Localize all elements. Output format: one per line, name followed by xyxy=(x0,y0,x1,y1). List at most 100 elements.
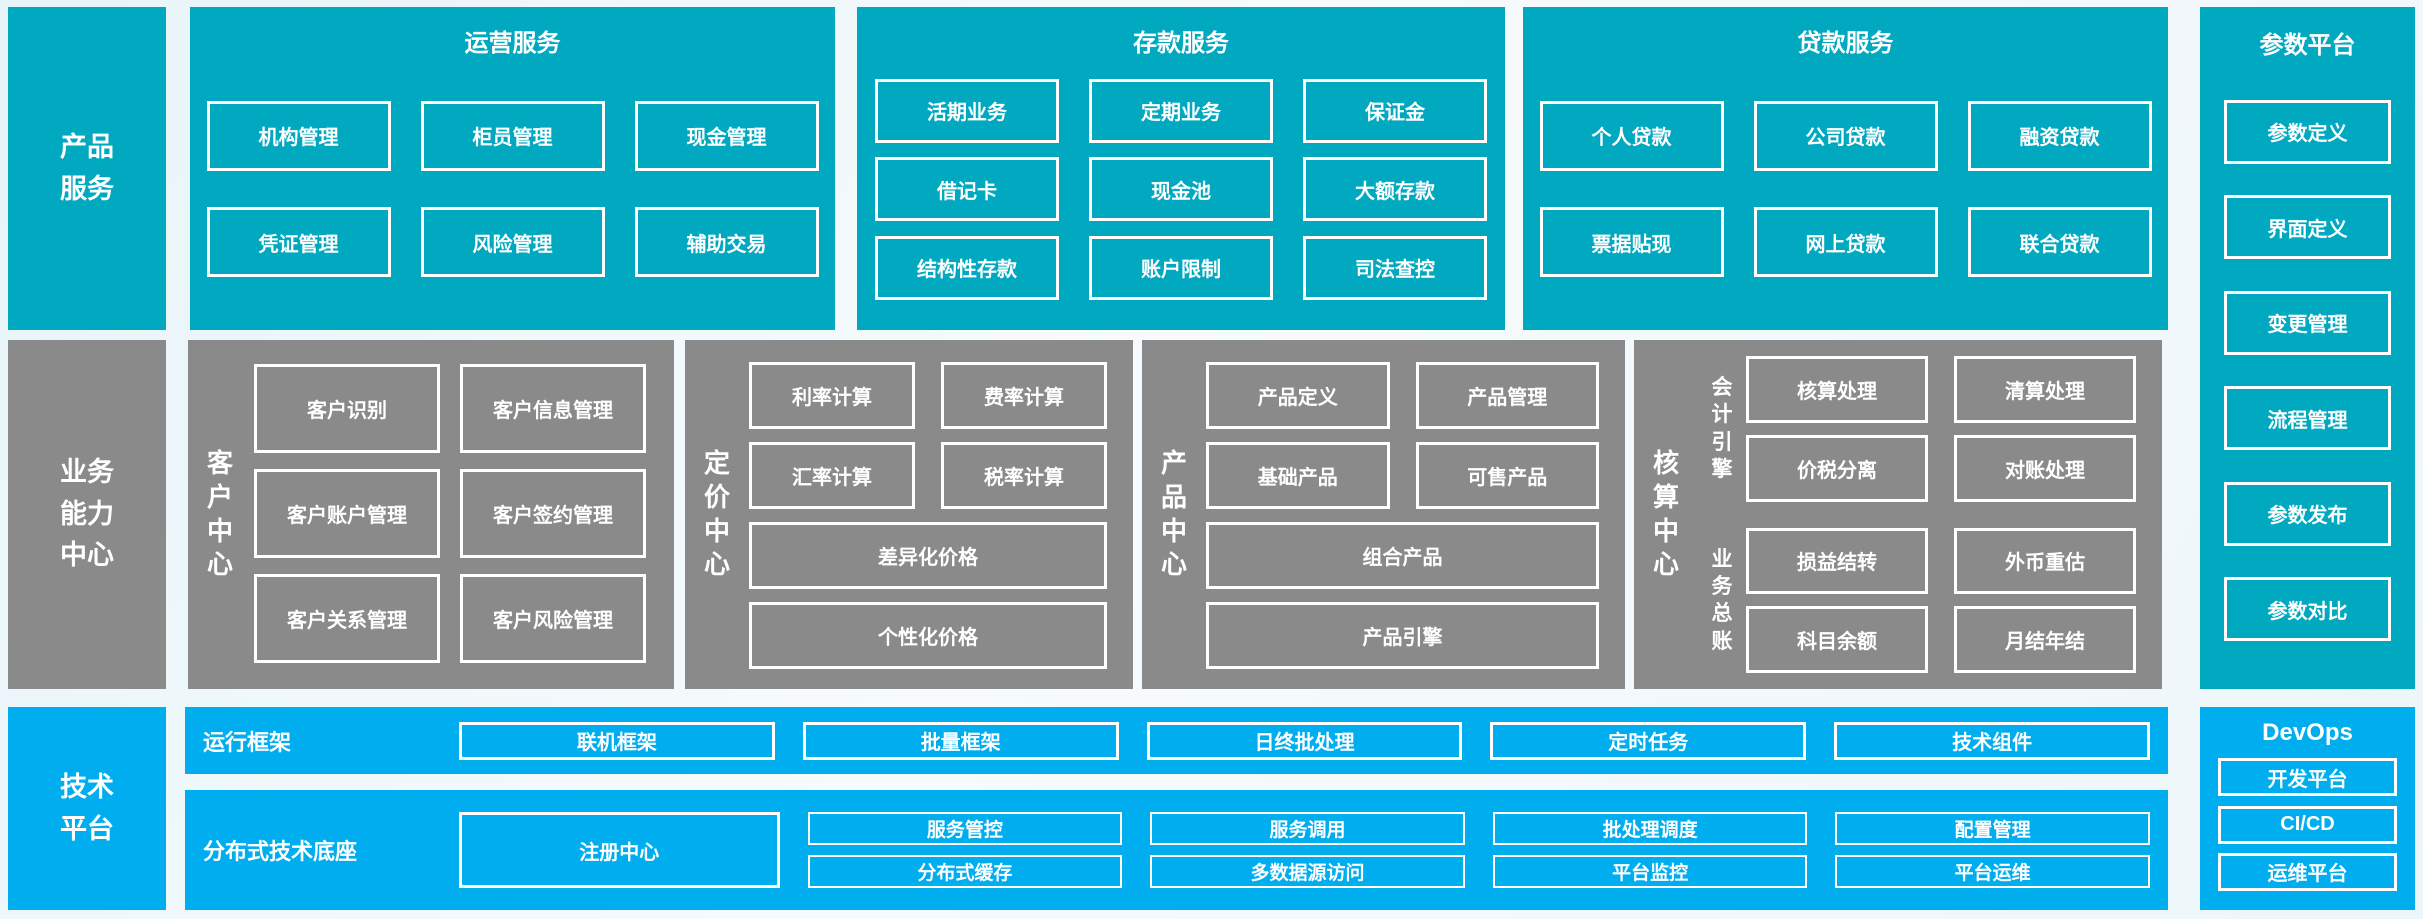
box-column: 参数定义 界面定义 变更管理 流程管理 参数发布 参数对比 xyxy=(2200,60,2415,689)
module-box: 现金池 xyxy=(1089,157,1273,221)
vertical-label: 业 务 总 账 xyxy=(1711,547,1733,653)
module-box: 客户账户管理 xyxy=(254,469,440,558)
module-box: 流程管理 xyxy=(2224,386,2391,451)
sidebar-business-capability-center: 业务 能力 中心 xyxy=(8,340,166,689)
box-row: 票据贴现 网上贷款 联合贷款 xyxy=(1523,207,2168,278)
box-row: 借记卡 现金池 大额存款 xyxy=(857,157,1505,221)
module-box: 公司贷款 xyxy=(1753,100,1938,171)
box-column: 批处理调度 平台监控 xyxy=(1492,812,1808,888)
module-box: 月结年结 xyxy=(1954,606,2136,673)
module-box: 客户识别 xyxy=(254,364,440,453)
vertical-label: 定 价 中 心 xyxy=(703,447,730,580)
module-box: 凭证管理 xyxy=(206,207,391,278)
box-row: 个人贷款 公司贷款 融资贷款 xyxy=(1523,100,2168,171)
module-box: 基础产品 xyxy=(1206,442,1390,509)
module-box: 客户信息管理 xyxy=(460,364,646,453)
module-box: 批处理调度 xyxy=(1492,812,1808,845)
module-box: 联机框架 xyxy=(459,721,775,760)
module-box: 活期业务 xyxy=(875,78,1059,143)
module-box: 客户关系管理 xyxy=(254,574,440,663)
box-row: 凭证管理 风险管理 辅助交易 xyxy=(190,207,835,278)
module-box: 费率计算 xyxy=(941,362,1107,429)
module-box: CI/CD xyxy=(2218,805,2397,844)
box-rows: 机构管理 柜员管理 现金管理 凭证管理 风险管理 辅助交易 xyxy=(190,58,835,330)
box-row: 注册中心 服务管控 分布式缓存 服务调用 多数据源访问 批处理调度 平台监控 配… xyxy=(459,812,2150,888)
module-box: 清算处理 xyxy=(1954,356,2136,423)
module-box: 技术组件 xyxy=(1834,721,2150,760)
module-box: 批量框架 xyxy=(802,721,1119,760)
module-box: 平台运维 xyxy=(1835,855,2150,888)
module-box: 辅助交易 xyxy=(634,207,819,278)
module-box: 个性化价格 xyxy=(749,602,1107,669)
module-box: 借记卡 xyxy=(875,157,1059,221)
panel-parameter-platform: 参数平台 参数定义 界面定义 变更管理 流程管理 参数发布 参数对比 xyxy=(2200,7,2415,689)
panel-operations-services: 运营服务 机构管理 柜员管理 现金管理 凭证管理 风险管理 辅助交易 xyxy=(190,7,835,330)
box-row: 机构管理 柜员管理 现金管理 xyxy=(190,100,835,171)
module-box: 参数发布 xyxy=(2224,481,2391,546)
module-box: 运维平台 xyxy=(2218,852,2397,891)
module-box: 融资贷款 xyxy=(1967,100,2152,171)
module-box: 可售产品 xyxy=(1415,442,1599,509)
module-box: 多数据源访问 xyxy=(1150,855,1465,888)
vertical-label: 会 计 引 擎 xyxy=(1711,376,1733,482)
module-box: 产品定义 xyxy=(1206,362,1390,429)
module-box: 差异化价格 xyxy=(749,522,1107,589)
panel-deposit-services: 存款服务 活期业务 定期业务 保证金 借记卡 现金池 大额存款 结构性存款 账户… xyxy=(857,7,1505,330)
box-column: 开发平台 CI/CD 运维平台 xyxy=(2200,747,2415,910)
module-box: 客户风险管理 xyxy=(460,574,646,663)
vertical-label: 客 户 中 心 xyxy=(206,447,233,580)
module-box: 保证金 xyxy=(1303,78,1487,143)
module-box: 现金管理 xyxy=(634,100,819,171)
box-rows: 个人贷款 公司贷款 融资贷款 票据贴现 网上贷款 联合贷款 xyxy=(1523,58,2168,330)
box-grid: 产品定义 产品管理 基础产品 可售产品 组合产品 产品引擎 xyxy=(1206,362,1599,669)
module-box: 价税分离 xyxy=(1746,434,1928,502)
panel-loan-services: 贷款服务 个人贷款 公司贷款 融资贷款 票据贴现 网上贷款 联合贷款 xyxy=(1523,7,2168,330)
box-column: 服务管控 分布式缓存 xyxy=(807,812,1123,888)
box-grid: 损益结转 外币重估 科目余额 月结年结 xyxy=(1746,527,2136,673)
module-box: 网上贷款 xyxy=(1753,207,1938,278)
module-box: 参数对比 xyxy=(2224,577,2391,642)
module-box: 组合产品 xyxy=(1206,522,1599,589)
module-box-registry-center: 注册中心 xyxy=(459,812,780,888)
box-grid: 客户识别 客户信息管理 客户账户管理 客户签约管理 客户关系管理 客户风险管理 xyxy=(254,364,646,663)
panel-title: 参数平台 xyxy=(2259,32,2356,59)
module-box: 柜员管理 xyxy=(420,100,605,171)
module-box: 定时任务 xyxy=(1490,721,1807,760)
panel-customer-center: 客 户 中 心 客户识别 客户信息管理 客户账户管理 客户签约管理 客户关系管理… xyxy=(188,340,674,689)
module-box: 核算处理 xyxy=(1746,356,1928,423)
module-box: 联合贷款 xyxy=(1967,207,2152,278)
module-box: 个人贷款 xyxy=(1539,100,1724,171)
panel-title: 存款服务 xyxy=(1133,30,1229,57)
panel-title: 贷款服务 xyxy=(1797,30,1894,57)
module-box: 风险管理 xyxy=(420,207,605,278)
band-distributed-tech-base: 分布式技术底座 注册中心 服务管控 分布式缓存 服务调用 多数据源访问 批处理调… xyxy=(185,790,2168,910)
sidebar-product-services: 产品 服务 xyxy=(8,7,166,330)
panel-title: 运营服务 xyxy=(464,30,561,57)
module-box: 界面定义 xyxy=(2224,195,2391,260)
module-box: 结构性存款 xyxy=(875,235,1059,300)
group-business-ledger: 业 务 总 账 损益结转 外币重估 科目余额 月结年结 xyxy=(1698,527,2136,673)
module-box: 汇率计算 xyxy=(749,442,915,509)
box-row: 活期业务 定期业务 保证金 xyxy=(857,78,1505,143)
module-box: 司法查控 xyxy=(1303,235,1487,300)
panel-pricing-center: 定 价 中 心 利率计算 费率计算 汇率计算 税率计算 差异化价格 个性化价格 xyxy=(685,340,1133,689)
module-box: 服务调用 xyxy=(1150,812,1465,845)
group-accounting-engine: 会 计 引 擎 核算处理 清算处理 价税分离 对账处理 xyxy=(1698,356,2136,502)
module-box: 外币重估 xyxy=(1954,527,2136,595)
module-box: 开发平台 xyxy=(2218,758,2397,797)
panel-product-center: 产 品 中 心 产品定义 产品管理 基础产品 可售产品 组合产品 产品引擎 xyxy=(1142,340,1625,689)
module-box: 机构管理 xyxy=(206,100,391,171)
band-runtime-framework: 运行框架 联机框架 批量框架 日终批处理 定时任务 技术组件 xyxy=(185,707,2168,774)
panel-accounting-center: 核 算 中 心 会 计 引 擎 核算处理 清算处理 价税分离 对账处理 业 务 … xyxy=(1634,340,2162,689)
module-box: 服务管控 xyxy=(807,812,1123,845)
accounting-groups: 会 计 引 擎 核算处理 清算处理 价税分离 对账处理 业 务 总 账 损益结转… xyxy=(1698,356,2136,673)
panel-devops: DevOps 开发平台 CI/CD 运维平台 xyxy=(2200,707,2415,910)
vertical-label: 核 算 中 心 xyxy=(1652,447,1679,580)
box-grid: 利率计算 费率计算 汇率计算 税率计算 差异化价格 个性化价格 xyxy=(749,362,1107,669)
box-grid: 核算处理 清算处理 价税分离 对账处理 xyxy=(1746,356,2136,502)
box-row: 联机框架 批量框架 日终批处理 定时任务 技术组件 xyxy=(459,721,2150,760)
module-box: 客户签约管理 xyxy=(460,469,646,558)
panel-title: DevOps xyxy=(2262,719,2353,746)
box-row: 结构性存款 账户限制 司法查控 xyxy=(857,235,1505,300)
